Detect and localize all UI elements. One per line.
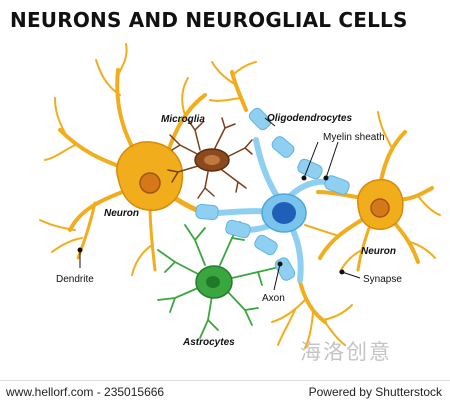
myelin-sheath-label: Myelin sheath [323, 132, 385, 143]
neuron-label-left: Neuron [104, 208, 139, 219]
oligodendrocyte-nucleus [272, 202, 296, 224]
watermark: 海洛创意 [300, 340, 392, 364]
axon-terminal-tree [271, 280, 353, 349]
astrocyte-nucleus [206, 276, 220, 288]
microglia-cell [167, 117, 253, 199]
footer-bar: www.hellorf.com - 235015666 Powered by S… [0, 380, 450, 403]
astrocyte-cell [157, 221, 276, 339]
right-neuron-nucleus [370, 198, 390, 218]
dendrite-label: Dendrite [56, 274, 94, 285]
footer-credit: Powered by Shutterstock [308, 385, 442, 399]
left-neuron-nucleus [139, 172, 161, 194]
microglia-label: Microglia [161, 114, 205, 125]
astrocytes-label: Astrocytes [183, 337, 235, 348]
diagram-title: NEURONS AND NEUROGLIAL CELLS [10, 8, 408, 32]
axon-label: Axon [262, 293, 285, 304]
footer-source: www.hellorf.com - 235015666 [6, 385, 165, 399]
microglia-nucleus [204, 155, 220, 165]
neuron-label-right: Neuron [361, 246, 396, 257]
label-leader-lines [77, 117, 361, 291]
oligodendrocytes-label: Oligodendrocytes [267, 113, 353, 124]
top-dendrite-tree [209, 61, 257, 112]
neuron-diagram [39, 43, 441, 349]
synapse-label: Synapse [363, 274, 402, 285]
